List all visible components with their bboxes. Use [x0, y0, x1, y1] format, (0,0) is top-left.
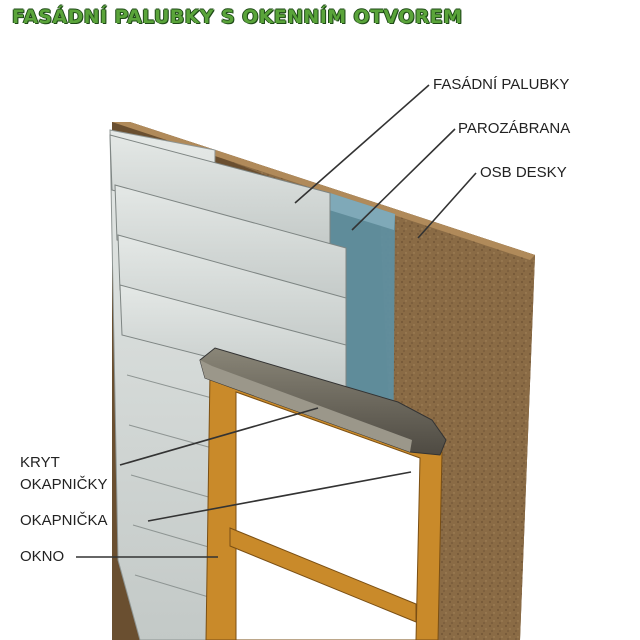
label-kryt-okapnicky: KRYT OKAPNIČKY [20, 452, 140, 496]
label-okapnicka: OKAPNIČKA [20, 512, 108, 529]
leader-osb-desky [417, 172, 477, 239]
leader-parozabrana [351, 128, 456, 231]
label-fasadni-palubky: FASÁDNÍ PALUBKY [433, 76, 570, 93]
leader-kryt-okapnicky [119, 407, 319, 466]
leader-okapnicka [147, 471, 412, 522]
leader-lines [76, 84, 477, 558]
label-osb-desky: OSB DESKY [480, 164, 567, 181]
label-okno: OKNO [20, 548, 65, 565]
facade-boards [109, 129, 347, 640]
page-title: FASÁDNÍ PALUBKY S OKENNÍM OTVOREM [12, 6, 463, 28]
label-parozabrana: PAROZÁBRANA [458, 120, 571, 137]
drip-edge-cover [199, 347, 447, 456]
label-kryt-okapnicky-line1: KRYT [20, 454, 60, 471]
label-kryt-okapnicky-line2: OKAPNIČKY [20, 476, 108, 493]
leader-fasadni-palubky [294, 84, 430, 204]
window-frame [205, 371, 443, 640]
